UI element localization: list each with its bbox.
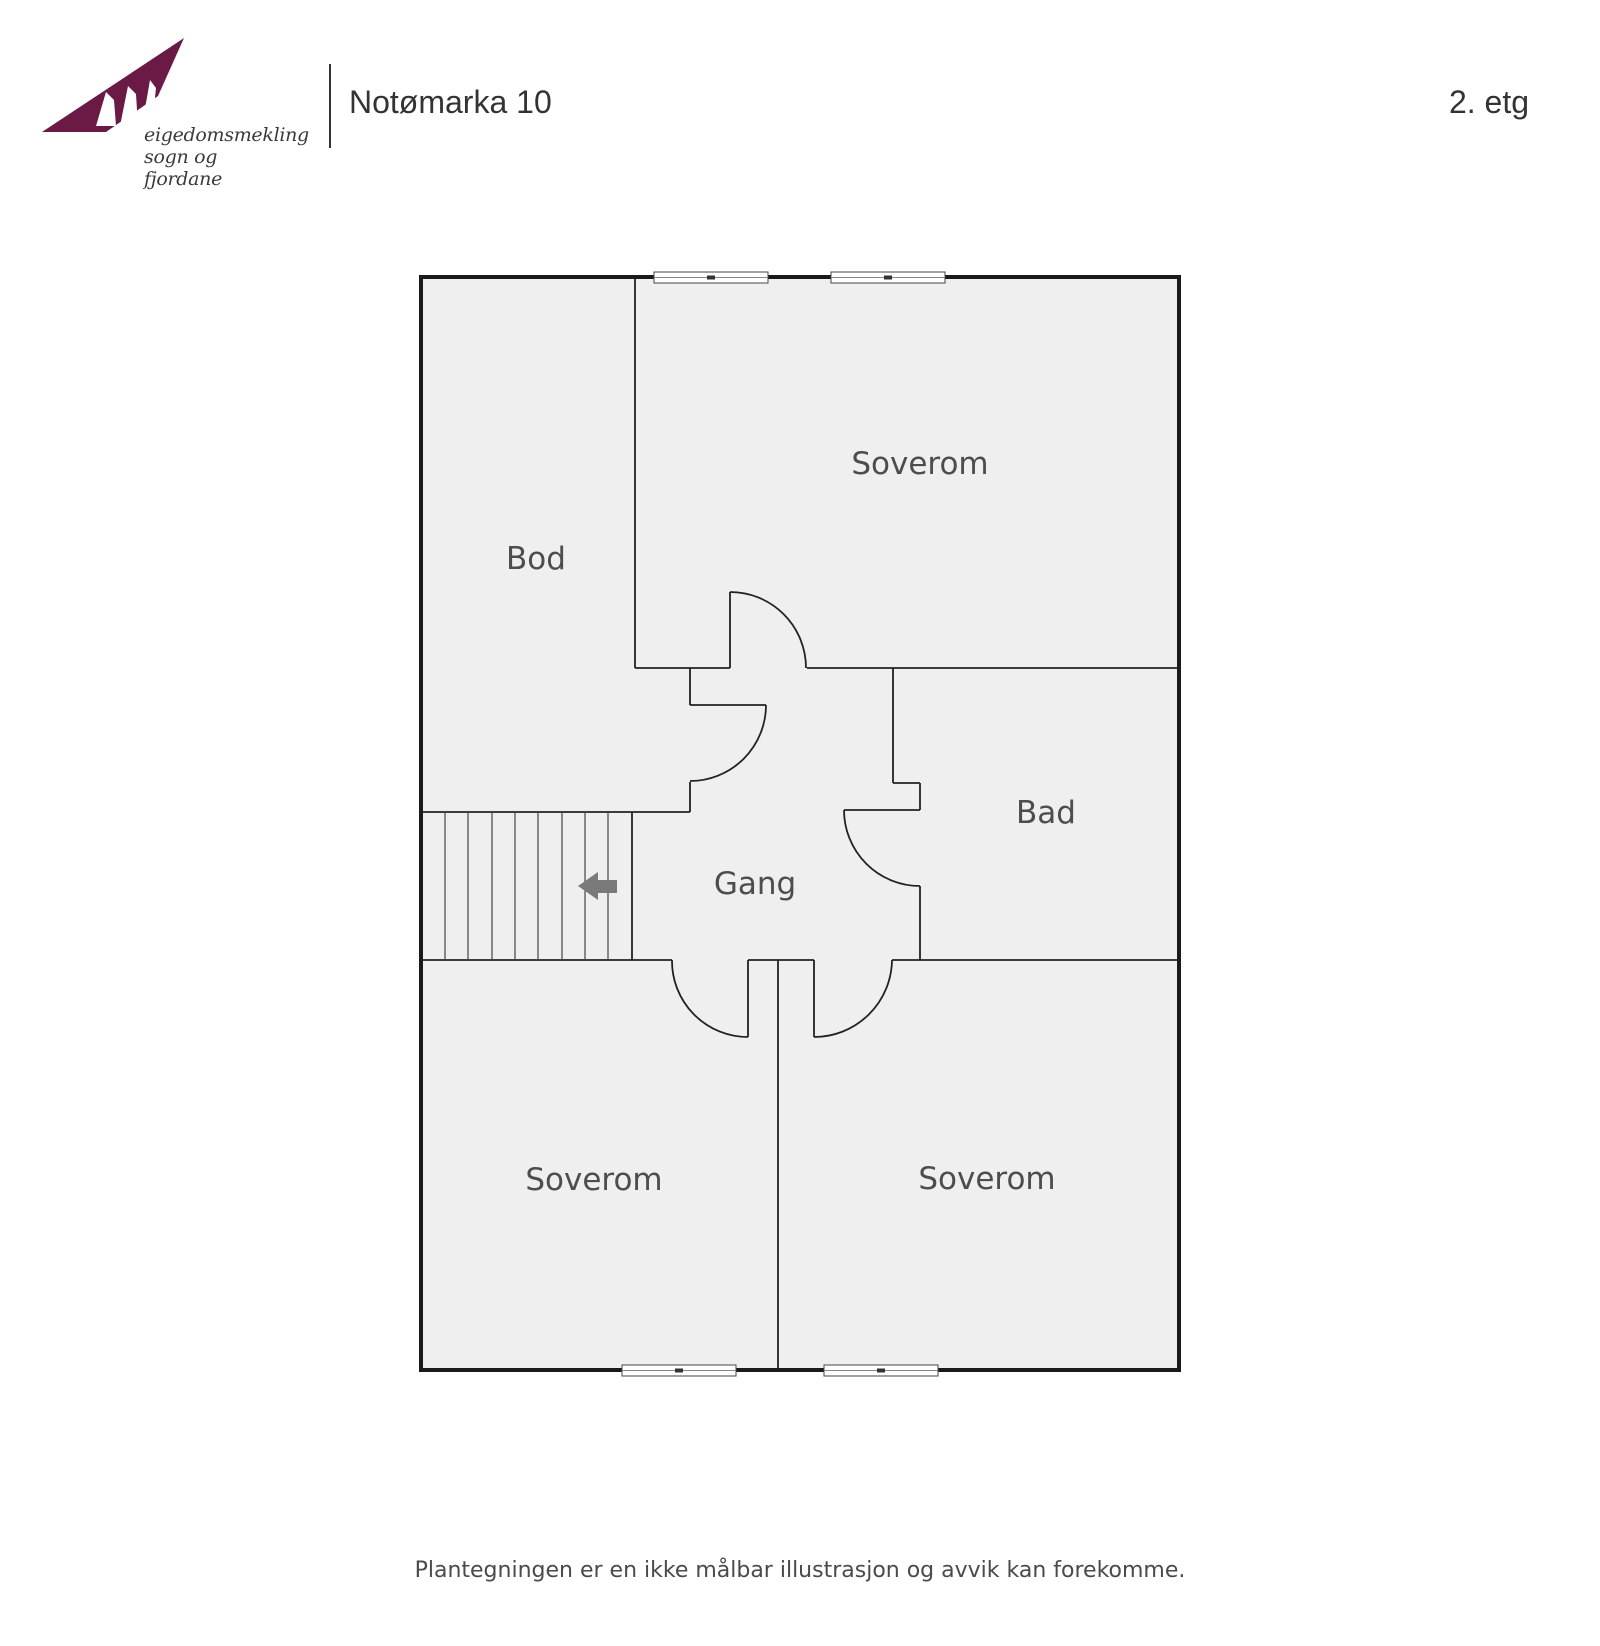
interior-walls — [421, 278, 1178, 1370]
logo-mark-icon — [42, 38, 184, 132]
header: eigedomsmekling sogn og fjordane Notømar… — [0, 0, 1600, 190]
outer-walls — [419, 275, 1181, 1372]
header-divider — [329, 64, 331, 148]
windows — [621, 271, 946, 1377]
logo-text-line1: eigedomsmekling — [144, 124, 309, 146]
property-address: Notømarka 10 — [349, 84, 552, 120]
room-label-soverom-bottom-left: Soverom — [525, 1162, 662, 1198]
disclaimer: Plantegningen er en ikke målbar illustra… — [414, 1558, 1186, 1583]
floor-label: 2. etg — [1448, 84, 1529, 120]
window-top-left — [653, 271, 769, 284]
room-label-bod: Bod — [506, 541, 566, 577]
stair-arrow-icon — [578, 872, 617, 900]
room-label-soverom-top: Soverom — [851, 446, 988, 482]
window-bottom-left — [621, 1364, 737, 1377]
floor-area — [420, 276, 1180, 1371]
staircase — [444, 812, 609, 960]
room-label-gang: Gang — [714, 866, 796, 902]
company-logo: eigedomsmekling sogn og fjordane — [40, 36, 309, 190]
room-label-soverom-bottom-right: Soverom — [918, 1161, 1055, 1197]
logo-text-line2: sogn og fjordane — [144, 146, 223, 190]
window-bottom-right — [823, 1364, 939, 1377]
room-label-bad: Bad — [1016, 795, 1076, 831]
window-top-right — [830, 271, 946, 284]
